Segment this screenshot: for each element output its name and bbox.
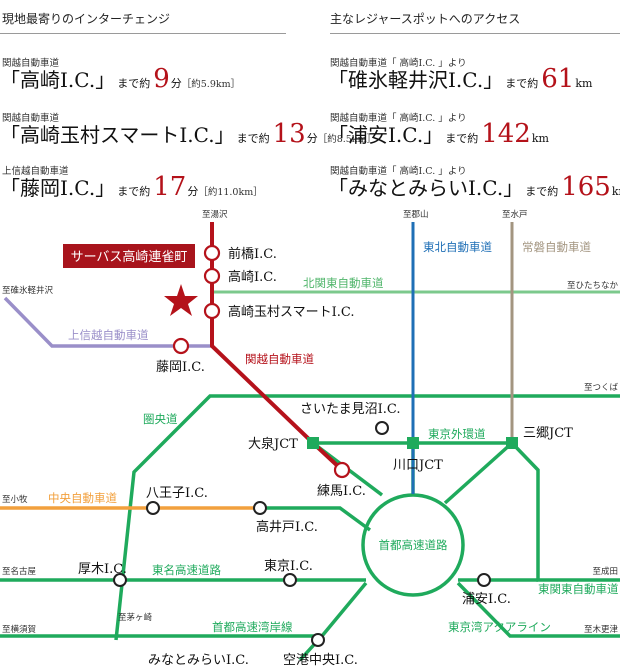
maebashi-ic-marker [203, 244, 221, 262]
kawaguchi-jct-marker [407, 437, 419, 449]
left-divider [0, 33, 286, 34]
dir-komaki: 至小牧 [2, 494, 28, 505]
tokyo-ic-label: 東京I.C. [264, 558, 313, 574]
tamamura-ic-label: 高崎玉村スマートI.C. [228, 304, 355, 320]
takasaki-ic-marker [203, 267, 221, 285]
joshinetsu-road [3, 296, 212, 348]
tamamura-ic-marker [203, 302, 221, 320]
dir-yuzawa: 至湯沢 [202, 209, 228, 220]
joban-label: 常磐自動車道 [522, 240, 591, 254]
dir-koriyama: 至郡山 [403, 209, 429, 220]
dir-yokosuka: 至横須賀 [2, 624, 37, 635]
site-label-box [63, 244, 195, 268]
fujioka-ic-label: 藤岡I.C. [156, 360, 205, 375]
dir-nagoya: 至名古屋 [2, 566, 37, 577]
tokyo-ic-marker [283, 573, 297, 587]
minuma-ic-marker [375, 421, 389, 435]
shuto-label: 首都高速道路 [379, 538, 448, 552]
aqualine-road [456, 581, 620, 638]
urayasu-ic-label: 浦安I.C. [462, 592, 511, 607]
urayasu-ic-marker [477, 573, 491, 587]
chuo-label: 中央自動車道 [48, 491, 117, 505]
wangan-road [0, 581, 368, 638]
minuma-ic-label: さいたま見沼I.C. [300, 402, 401, 417]
kitakanto-label: 北関東自動車道 [303, 276, 384, 290]
right-dest-3: 「みなとみらいI.C.」まで約165km [328, 172, 620, 202]
gaikan-label: 東京外環道 [428, 427, 486, 441]
kenodo-label: 圏央道 [143, 412, 178, 426]
nerima-ic-marker [333, 461, 351, 479]
tohoku-label: 東北自動車道 [423, 240, 492, 254]
dir-tsukuba: 至つくば [584, 383, 619, 393]
fujioka-ic-marker [172, 337, 190, 355]
misato-jct-label: 三郷JCT [523, 426, 573, 441]
left-route-2: 関越自動車道 [2, 113, 60, 124]
oizumi-jct-label: 大泉JCT [248, 436, 298, 452]
leisure-access-heading: 主なレジャースポットへのアクセス [330, 12, 521, 26]
kuko-ic-label: 空港中央I.C. [283, 653, 358, 668]
right-divider [330, 33, 620, 34]
nearest-ic-heading: 現地最寄りのインターチェンジ [2, 12, 171, 26]
atsugi-ic-marker [113, 573, 127, 587]
maebashi-ic-label: 前橋I.C. [228, 246, 277, 262]
tomei-label: 東名高速道路 [152, 563, 221, 577]
joshinetsu-label: 上信越自動車道 [68, 328, 149, 342]
kenodo-road [114, 394, 620, 641]
takaido-ic-marker [253, 501, 267, 515]
hachioji-ic-marker [146, 501, 160, 515]
misato-jct-marker [506, 437, 518, 449]
right-route-1: 関越自動車道「 高崎I.C. 」より [330, 58, 467, 69]
shuto-ring [361, 493, 465, 597]
higashikanto-road [510, 441, 620, 582]
dir-chigasaki: 至茅ヶ崎 [118, 612, 153, 623]
minatomirai-ic-label: みなとみらいI.C. [148, 653, 249, 668]
nerima-ic-label: 練馬I.C. [317, 484, 366, 499]
hachioji-ic-label: 八王子I.C. [146, 486, 208, 501]
dir-kisarazu: 至木更津 [584, 624, 619, 635]
takasaki-ic-label: 高崎I.C. [228, 269, 277, 285]
oizumi-jct-marker [307, 437, 319, 449]
atsugi-ic-label: 厚木I.C. [78, 562, 127, 577]
left-route-3: 上信越自動車道 [2, 166, 69, 177]
right-route-2: 関越自動車道「 高崎I.C. 」より [330, 113, 467, 124]
dir-usui: 至碓氷軽井沢 [2, 285, 54, 296]
shuto-link-3 [443, 441, 514, 505]
aqualine-label: 東京湾アクアライン [448, 620, 551, 634]
kawaguchi-jct-label: 川口JCT [393, 458, 443, 473]
dir-hitachinaka: 至ひたちなか [567, 281, 619, 291]
kuko-ic-marker [311, 633, 325, 647]
right-route-3: 関越自動車道「 高崎I.C. 」より [330, 166, 467, 177]
dir-narita: 至成田 [592, 566, 618, 577]
site-star-icon [164, 284, 198, 316]
kanetsu-label: 関越自動車道 [245, 352, 314, 366]
higashikanto-label: 東関東自動車道 [538, 582, 619, 596]
site-label: サーバス高崎連雀町 [71, 249, 188, 265]
wangan-label: 首都高速湾岸線 [212, 620, 293, 634]
left-route-1: 関越自動車道 [2, 58, 60, 69]
takaido-ic-label: 高井戸I.C. [256, 519, 318, 535]
dir-mito: 至水戸 [502, 209, 528, 220]
takaido-link [260, 506, 372, 532]
